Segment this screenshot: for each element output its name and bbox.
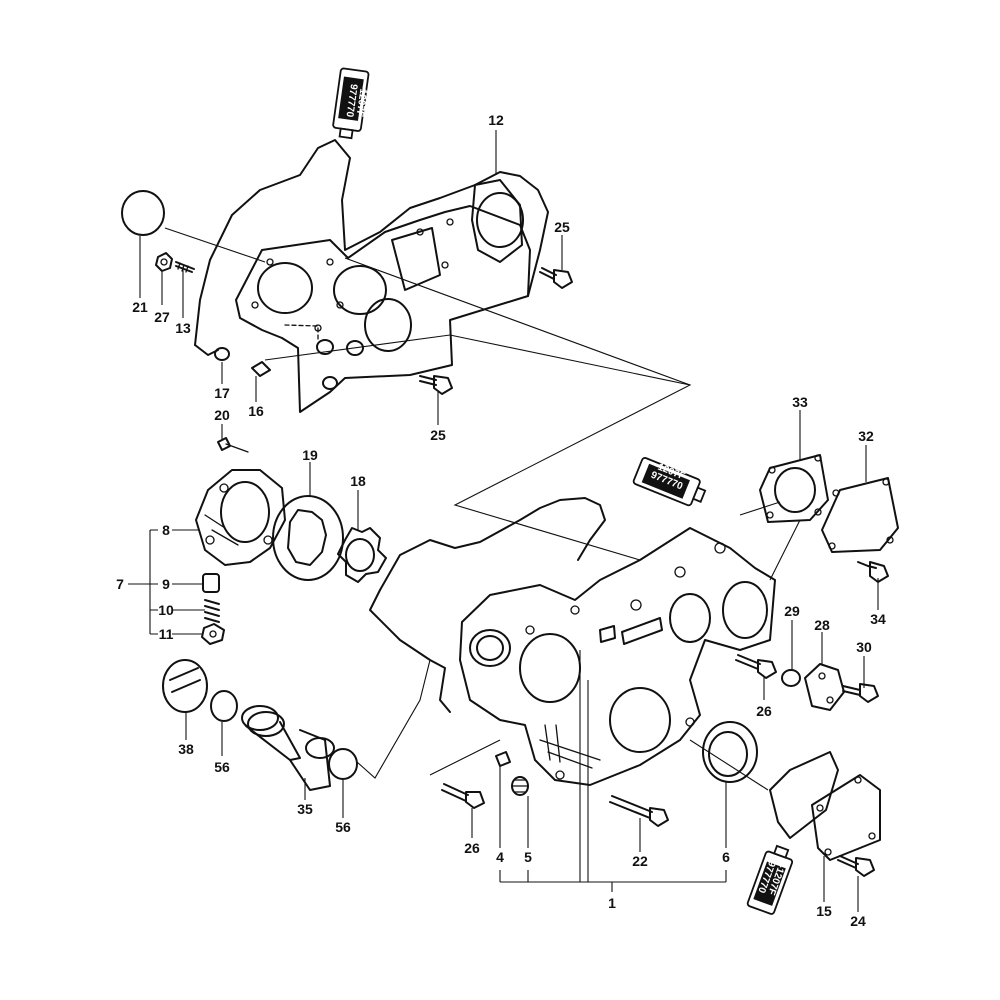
callout-13: 13: [175, 320, 191, 336]
inner-rotor-18[interactable]: [337, 527, 387, 583]
cover-32[interactable]: [821, 477, 899, 553]
pump-body-8[interactable]: [195, 469, 286, 566]
callout-24: 24: [850, 913, 866, 929]
callout-35: 35: [297, 801, 313, 817]
filler-cap-38[interactable]: [162, 659, 208, 713]
callout-21: 21: [132, 299, 148, 315]
sealant-tube-top: 977770 -1207F: [332, 67, 370, 140]
relief-valve-9[interactable]: [202, 573, 220, 593]
o-ring-21[interactable]: [121, 190, 165, 236]
callout-15: 15: [816, 903, 832, 919]
callout-8: 8: [162, 522, 170, 538]
bolt-34[interactable]: [857, 561, 889, 583]
gear-case-plate[interactable]: [235, 205, 531, 413]
gasket-33[interactable]: [759, 454, 829, 523]
callout-34: 34: [870, 611, 886, 627]
gear-case-housing[interactable]: [459, 527, 776, 786]
callout-11: 11: [159, 626, 174, 642]
callout-32: 32: [858, 428, 874, 444]
callout-26-lower: 26: [464, 840, 480, 856]
o-ring-29[interactable]: [781, 669, 801, 687]
callout-27: 27: [154, 309, 170, 325]
tube-sub-label: -1207F: [354, 85, 369, 118]
cover-plate-28[interactable]: [804, 663, 845, 711]
callout-20: 20: [214, 407, 230, 423]
sealant-tube-middle: 977770 -1207F: [632, 457, 707, 507]
nut-27[interactable]: [155, 252, 173, 272]
callout-30: 30: [856, 639, 872, 655]
plug-11[interactable]: [201, 623, 225, 645]
callout-25-lower: 25: [430, 427, 446, 443]
bolt-26-lower[interactable]: [441, 783, 485, 809]
callout-9: 9: [162, 576, 170, 592]
spring-10[interactable]: [204, 599, 220, 623]
callout-16: 16: [248, 403, 264, 419]
sealant-tube-bottom: 977770 -1207F: [746, 844, 794, 915]
callout-labels: 1 4 5 6 7 8 9 10 11 12 13 15 16 17 18 19…: [116, 112, 886, 929]
gear-case-housing-gasket[interactable]: [369, 497, 606, 713]
gasket-15[interactable]: [769, 751, 881, 861]
o-ring-56-upper[interactable]: [210, 690, 238, 722]
screw-20[interactable]: [217, 437, 249, 453]
bolt-30[interactable]: [842, 683, 879, 703]
o-ring-17[interactable]: [214, 347, 230, 361]
callout-38: 38: [178, 741, 194, 757]
callout-5: 5: [524, 849, 532, 865]
oil-seal-6[interactable]: [702, 721, 758, 783]
outer-rotor-19[interactable]: [272, 495, 344, 581]
tube-code-label: 977770: [343, 83, 359, 118]
bolt-24[interactable]: [837, 855, 875, 877]
filler-pipe-35[interactable]: [241, 705, 335, 791]
callout-26-right: 26: [756, 703, 772, 719]
callout-19: 19: [302, 447, 318, 463]
callout-28: 28: [814, 617, 830, 633]
callout-6: 6: [722, 849, 730, 865]
plug-5[interactable]: [511, 776, 529, 796]
callout-56-lower: 56: [335, 819, 351, 835]
callout-12: 12: [488, 112, 504, 128]
callout-25-upper: 25: [554, 219, 570, 235]
callout-4: 4: [496, 849, 504, 865]
callout-18: 18: [350, 473, 366, 489]
bolt-26-right[interactable]: [735, 654, 777, 679]
callout-33: 33: [792, 394, 808, 410]
o-ring-56-lower[interactable]: [328, 748, 358, 780]
bolt-25-upper[interactable]: [539, 267, 573, 289]
callout-17: 17: [214, 385, 230, 401]
plug-4[interactable]: [495, 751, 511, 767]
callout-1: 1: [608, 895, 616, 911]
callout-10: 10: [158, 602, 174, 618]
callout-56-upper: 56: [214, 759, 230, 775]
callout-29: 29: [784, 603, 800, 619]
callout-22: 22: [632, 853, 648, 869]
dowel-16[interactable]: [251, 361, 271, 377]
bolt-25-lower[interactable]: [419, 375, 453, 395]
bolt-22[interactable]: [609, 795, 669, 827]
stud-13[interactable]: [175, 261, 195, 273]
callout-7: 7: [116, 576, 124, 592]
leader-lines: [128, 130, 879, 912]
